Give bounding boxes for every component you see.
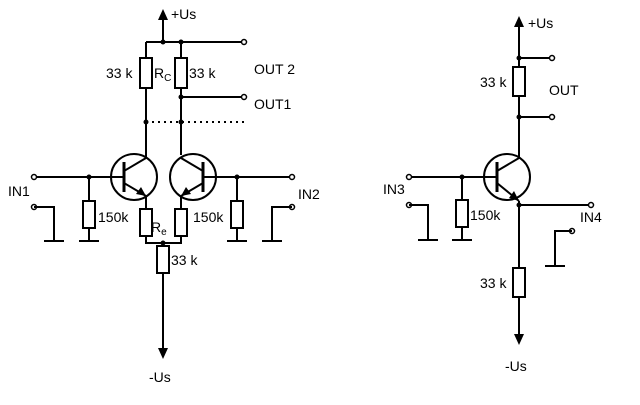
in4-label: IN4	[580, 209, 602, 225]
resistor-rc-left	[139, 57, 153, 89]
resistor-rc-single	[512, 66, 526, 97]
re-name-label: Re	[151, 219, 167, 238]
out2-terminal	[240, 38, 248, 46]
out1-terminal	[240, 93, 248, 101]
in3-label: IN3	[383, 181, 405, 197]
supply-neg-label-left: -Us	[149, 369, 171, 385]
tail-value-label: 33 k	[171, 252, 198, 268]
out-label: OUT	[549, 82, 579, 98]
in3-terminal	[405, 173, 413, 181]
supply-neg-arrow-left	[158, 348, 168, 359]
junction-dot	[516, 202, 522, 208]
supply-neg-arrow-right	[514, 334, 524, 345]
single-transistor-amplifier: +Us 33 k OUT IN3	[383, 15, 602, 374]
junction-dot	[516, 114, 522, 120]
junction-dot	[143, 119, 149, 125]
supply-pos-label-left: +Us	[171, 6, 196, 22]
junction-dot	[160, 39, 166, 45]
resistor-tail	[156, 245, 170, 274]
resistor-re-right	[174, 208, 188, 237]
out-terminal	[548, 113, 556, 121]
out1-label: OUT1	[254, 96, 292, 112]
junction-dot	[178, 39, 184, 45]
in1-ground-wire	[34, 206, 55, 241]
in4-terminal	[587, 201, 595, 209]
supply-terminal-right	[548, 54, 556, 62]
in2-label: IN2	[298, 186, 320, 202]
in1-terminal	[30, 173, 38, 181]
supply-pos-arrow-left	[158, 9, 168, 42]
supply-pos-label-right: +Us	[528, 15, 553, 31]
rb-left-value-label: 150k	[98, 209, 129, 225]
in2-ground-wire	[271, 206, 292, 241]
rb-single-value-label: 150k	[470, 207, 501, 223]
junction-dot	[178, 119, 184, 125]
in2-terminal	[288, 173, 296, 181]
resistor-re-single	[512, 267, 526, 298]
re-single-value-label: 33 k	[480, 275, 507, 291]
in1-label: IN1	[8, 183, 30, 199]
rc-left-name-label: RC	[154, 65, 171, 84]
rc-single-value-label: 33 k	[480, 74, 507, 90]
supply-pos-arrow-right	[514, 16, 524, 27]
rb-right-value-label: 150k	[193, 209, 224, 225]
in3-ground-wire	[409, 204, 429, 240]
rc-right-value-label: 33 k	[189, 65, 216, 81]
resistor-rb-single	[455, 199, 469, 228]
out2-label: OUT 2	[254, 61, 295, 77]
resistor-rb-left	[82, 200, 96, 229]
resistor-rb-right	[230, 200, 244, 229]
in4-ground-wire	[554, 230, 572, 266]
top-rail-left	[145, 41, 244, 58]
resistor-rc-right	[174, 57, 188, 89]
differential-amplifier: +Us 33 k RC 33 k OUT 2 OUT1	[8, 6, 320, 385]
junction-dot	[178, 94, 184, 100]
supply-neg-label-right: -Us	[505, 358, 527, 374]
rc-left-value-label: 33 k	[106, 65, 133, 81]
